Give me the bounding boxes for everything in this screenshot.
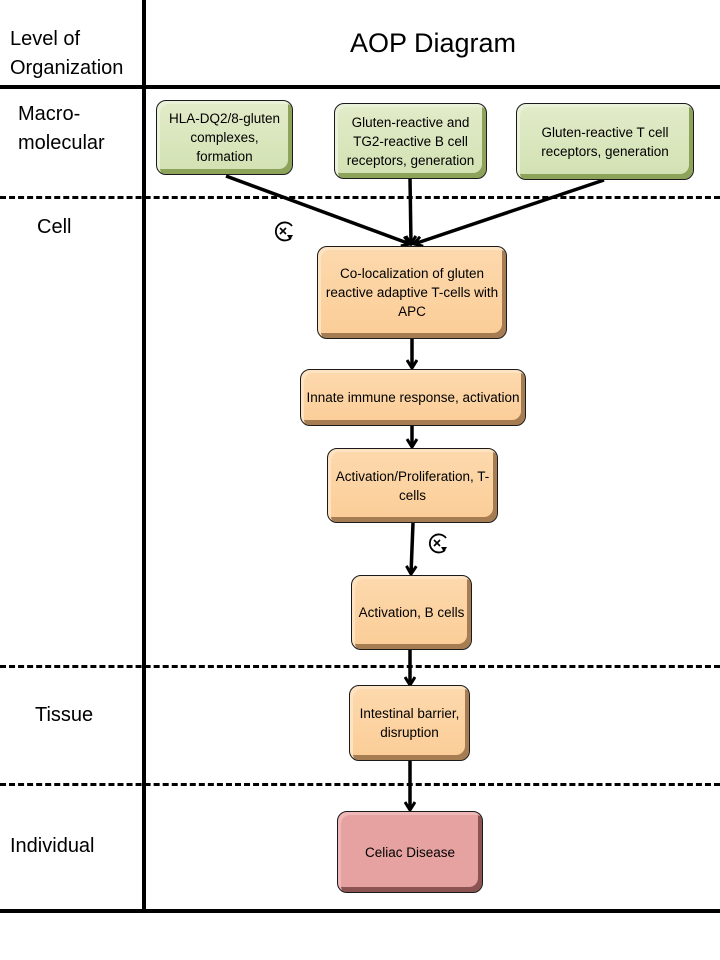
edge-ke3-ke4 xyxy=(411,522,413,574)
node-label: Co-localization of gluten reactive adapt… xyxy=(325,266,499,319)
node-ke-colocalization[interactable]: Co-localization of gluten reactive adapt… xyxy=(317,246,507,339)
node-label: HLA-DQ2/8-gluten complexes, formation xyxy=(168,111,281,164)
node-ke-innate-immune-response[interactable]: Innate immune response, activation xyxy=(300,369,526,426)
rotate-x-icon xyxy=(428,533,447,554)
node-label: Celiac Disease xyxy=(364,844,456,860)
node-mie-b-cell-receptors[interactable]: Gluten-reactive and TG2-reactive B cell … xyxy=(334,103,487,179)
node-label: Intestinal barrier, disruption xyxy=(359,706,460,740)
node-ke-intestinal-barrier[interactable]: Intestinal barrier, disruption xyxy=(349,685,470,761)
column-divider xyxy=(142,0,146,913)
node-mie-hla-dq-complexes[interactable]: HLA-DQ2/8-gluten complexes, formation xyxy=(156,100,293,175)
level-divider-macro-cell xyxy=(0,196,720,199)
page-title: AOP Diagram xyxy=(349,28,517,58)
header-divider xyxy=(0,85,720,89)
level-divider-cell-tissue xyxy=(0,665,720,668)
node-mie-t-cell-receptors[interactable]: Gluten-reactive T cell receptors, genera… xyxy=(516,103,694,180)
level-label-individual: Individual xyxy=(10,835,95,857)
level-divider-tissue-individual xyxy=(0,783,720,786)
edge-mie1-ke1 xyxy=(225,174,410,244)
node-ke-b-cell-activation[interactable]: Activation, B cells xyxy=(351,575,472,650)
node-label: Gluten-reactive and TG2-reactive B cell … xyxy=(346,114,475,168)
edge-mie2-ke1 xyxy=(410,177,411,244)
bottom-border xyxy=(0,909,720,913)
node-ke-t-cell-activation[interactable]: Activation/Proliferation, T-cells xyxy=(327,448,498,523)
level-label-tissue: Tissue xyxy=(35,704,94,726)
node-ao-celiac-disease[interactable]: Celiac Disease xyxy=(337,811,483,893)
node-label: Innate immune response, activation xyxy=(306,390,520,405)
level-of-organization-header: Level of Organization xyxy=(10,28,124,79)
rotate-x-icon xyxy=(274,221,293,242)
level-label-macromolecular: Macro-molecular xyxy=(18,103,105,154)
edge-mie3-ke1 xyxy=(414,178,605,244)
node-label: Gluten-reactive T cell receptors, genera… xyxy=(541,124,669,159)
level-label-cell: Cell xyxy=(37,216,72,238)
node-label: Activation/Proliferation, T-cells xyxy=(335,468,490,503)
node-label: Activation, B cells xyxy=(358,605,465,620)
